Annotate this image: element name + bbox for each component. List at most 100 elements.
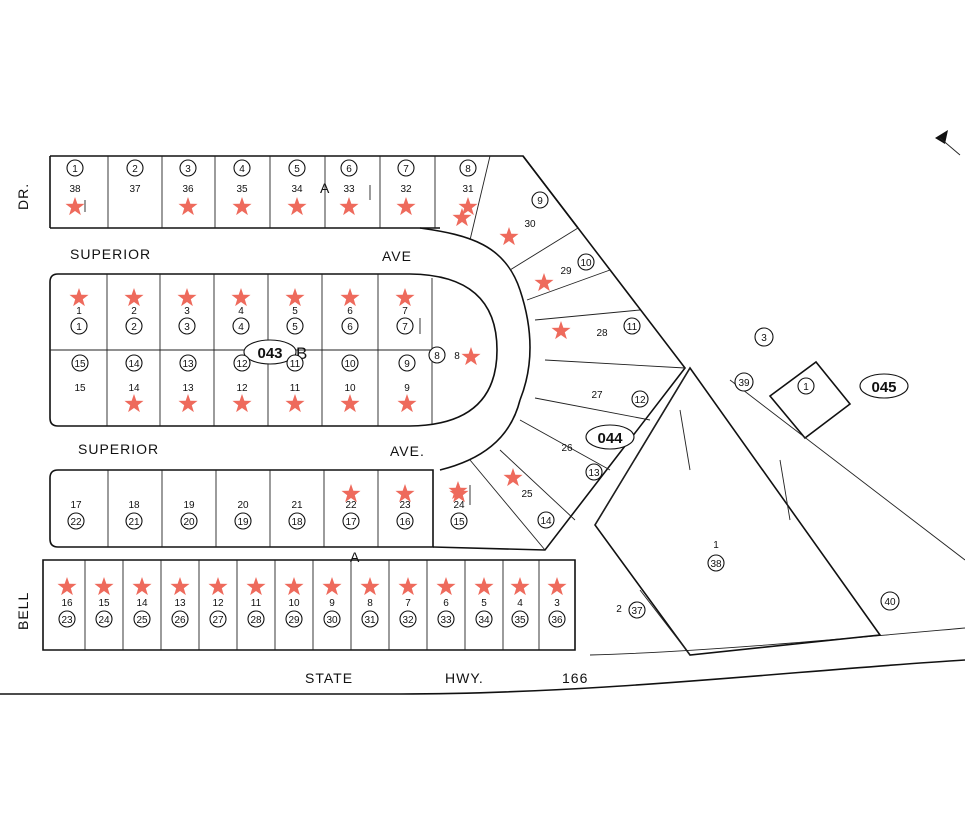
lot-circle: 27 [209,610,227,628]
lot-circle: 39 [734,372,754,392]
lot-label: 30 [524,219,536,230]
lot-circle-number: 35 [514,615,526,626]
lot-circle-number: 10 [344,359,356,370]
star-marker [503,468,523,487]
road-bell: BELL [15,592,31,630]
lot-circle: 6 [341,317,359,335]
lot-circle-number: 1 [72,164,78,175]
lot-number: 23 [399,500,411,511]
lot-circle: 7 [396,317,414,335]
star-marker [57,577,77,596]
lot-number: 10 [288,598,300,609]
lot-circle-number: 18 [291,517,303,528]
block-letter-a-top: A [320,180,330,196]
lot-number: 10 [344,383,356,394]
lot-circle: 8 [428,346,446,364]
lot-circle-number: 12 [236,359,248,370]
star-marker [461,347,481,366]
lot-circle-number: 36 [551,615,563,626]
lot-circle-number: 20 [183,517,195,528]
lot-label: 29 [560,266,572,277]
lot-circle: 1 [66,159,84,177]
lot-circle: 25 [133,610,151,628]
lot-number: 15 [74,383,86,394]
lot-row-row5: 2316241525142613271228112910309318327336… [57,577,567,628]
lot-number: 33 [343,184,355,195]
lot-number: 13 [182,383,194,394]
lot-circle: 14 [537,511,555,529]
lot-circle-number: 2 [131,322,137,333]
lot-circle-number: 26 [174,615,186,626]
lot-circle: 10 [577,253,595,271]
star-marker [397,394,417,413]
lot-circle: 15 [450,512,468,530]
lot-circle-number: 13 [182,359,194,370]
lot-number: 38 [69,184,81,195]
svg-text:9: 9 [537,196,543,207]
star-marker [232,394,252,413]
star-marker [340,288,360,307]
lot-circle: 29 [285,610,303,628]
road-superior-lower: SUPERIOR [78,441,159,457]
lot-number: 16 [61,598,73,609]
lot-circle: 14 [125,354,143,372]
lot-number: 20 [237,500,249,511]
lot-circle: 11 [623,317,641,335]
lot-number: 3 [554,598,560,609]
svg-text:40: 40 [884,597,896,608]
lot-number: 17 [70,500,82,511]
lot-circle: 32 [399,610,417,628]
star-marker [499,227,519,246]
svg-text:044: 044 [597,430,623,447]
lot-number: 5 [481,598,487,609]
lot-circle: 8 [459,159,477,177]
lot-circle-number: 29 [288,615,300,626]
block-letter-b: B [296,344,308,363]
svg-text:045: 045 [871,379,896,396]
star-marker [69,288,89,307]
star-marker [231,288,251,307]
lot-circle: 11 [286,354,304,372]
lot-number: 7 [405,598,411,609]
lot-number: 19 [183,500,195,511]
lot-number: 2 [131,306,137,317]
star-marker [94,577,114,596]
star-marker [547,577,567,596]
lot-circle: 5 [288,159,306,177]
curve-stars [448,208,571,500]
lot-circle-number: 19 [237,517,249,528]
lot-circle-number: 4 [239,164,245,175]
lot-circle: 13 [585,463,603,481]
lot-circle: 40 [880,591,900,611]
lot-number: 15 [98,598,110,609]
lot-number: 4 [517,598,523,609]
lot-circle-number: 16 [399,517,411,528]
lot-circle-number: 21 [128,517,140,528]
lot-circle-number: 7 [402,322,408,333]
lot-circle: 38 [707,554,725,572]
lot-number: 24 [453,500,465,511]
lot-circle-number: 28 [250,615,262,626]
lot-circle: 17 [342,512,360,530]
star-marker [340,394,360,413]
lot-label: 26 [561,443,573,454]
road-state: STATE [305,670,353,686]
lot-number: 35 [236,184,248,195]
star-marker [232,197,252,216]
lot-number: 3 [184,306,190,317]
lot-number: 32 [400,184,412,195]
lot-circle: 6 [340,159,358,177]
lot-circle-number: 30 [326,615,338,626]
lot-circle: 26 [171,610,189,628]
lot-number: 21 [291,500,303,511]
road-superior-upper: SUPERIOR [70,246,151,262]
lot-number: 34 [291,184,303,195]
lot-number: 36 [182,184,194,195]
lot-circle-number: 34 [478,615,490,626]
star-marker [177,288,197,307]
svg-text:13: 13 [588,468,600,479]
page-label-044: 044 [585,424,635,450]
star-marker [170,577,190,596]
svg-text:12: 12 [634,395,646,406]
